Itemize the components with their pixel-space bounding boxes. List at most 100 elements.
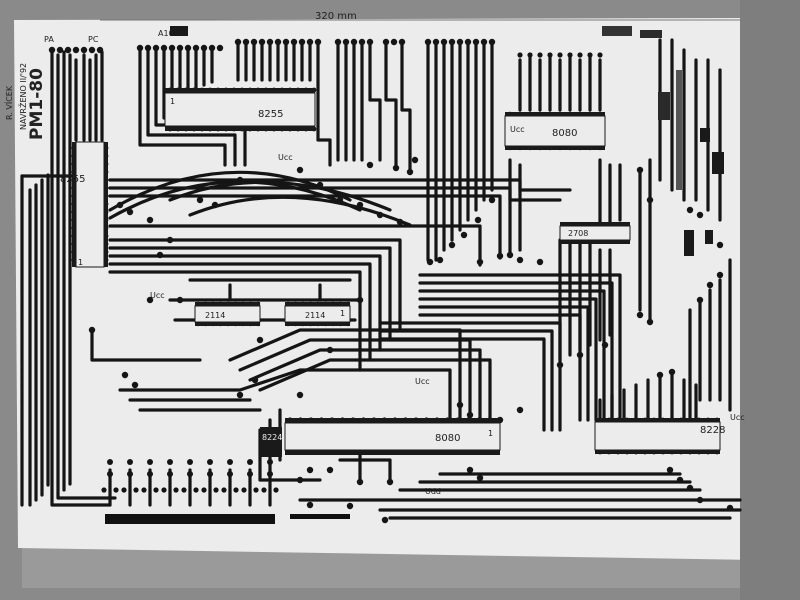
solder-pad bbox=[381, 516, 389, 524]
solder-pad bbox=[476, 474, 484, 482]
solder-pad bbox=[161, 487, 167, 493]
solder-pad bbox=[464, 38, 472, 46]
a10-label: A10 bbox=[158, 29, 174, 38]
solder-pad bbox=[56, 46, 64, 54]
solder-pad bbox=[64, 46, 72, 54]
solder-pad bbox=[247, 459, 253, 465]
chip-label: 8228 bbox=[700, 425, 725, 436]
chip-label: 8080 bbox=[552, 128, 577, 139]
solder-pad bbox=[152, 44, 160, 52]
chip-8228: 8228 bbox=[594, 418, 725, 454]
chip-label: 8224 bbox=[262, 433, 282, 442]
solder-pad bbox=[398, 38, 406, 46]
ucc-label: Ucc bbox=[278, 153, 293, 162]
solder-pad bbox=[267, 459, 273, 465]
solder-pad bbox=[406, 168, 414, 176]
solder-pad bbox=[636, 311, 644, 319]
solder-pad bbox=[350, 38, 358, 46]
solder-pad bbox=[192, 44, 200, 52]
solder-pad bbox=[207, 459, 213, 465]
solder-pad bbox=[201, 487, 207, 493]
solder-pad bbox=[306, 38, 314, 46]
pa-label: PA bbox=[44, 35, 54, 44]
solder-pad bbox=[326, 466, 334, 474]
solder-pad bbox=[506, 251, 514, 259]
solder-pad bbox=[334, 38, 342, 46]
solder-pad bbox=[516, 256, 524, 264]
solder-pad bbox=[496, 252, 504, 260]
solder-pad bbox=[267, 471, 273, 477]
pin-1-label: 1 bbox=[488, 429, 493, 438]
solder-pad bbox=[346, 502, 354, 510]
solder-pad bbox=[116, 201, 124, 209]
solder-pad bbox=[256, 336, 264, 344]
ucc-label: Ucc bbox=[730, 413, 745, 422]
solder-pad bbox=[236, 391, 244, 399]
udd-label: Udd bbox=[425, 487, 441, 496]
solder-pad bbox=[131, 381, 139, 389]
solder-pad bbox=[88, 326, 96, 334]
solder-pad bbox=[601, 341, 609, 349]
solder-pad bbox=[166, 236, 174, 244]
solder-pad bbox=[207, 471, 213, 477]
solder-pad bbox=[173, 487, 179, 493]
pin-1-label: 1 bbox=[170, 97, 175, 106]
solder-pad bbox=[253, 487, 259, 493]
author-block: R. VÍCEK bbox=[3, 85, 14, 120]
chip-2114-b: 2114 1 bbox=[284, 302, 351, 326]
solder-pad bbox=[472, 38, 480, 46]
solder-pad bbox=[213, 487, 219, 493]
solder-pad bbox=[126, 208, 134, 216]
solder-pad bbox=[196, 196, 204, 204]
solder-pad bbox=[557, 52, 563, 58]
solder-pad bbox=[597, 52, 603, 58]
right-background bbox=[740, 0, 800, 600]
solder-pad bbox=[696, 496, 704, 504]
solder-pad bbox=[273, 487, 279, 493]
solder-pad bbox=[460, 231, 468, 239]
solder-pad bbox=[356, 296, 364, 304]
solder-pad bbox=[517, 52, 523, 58]
solder-pad bbox=[366, 161, 374, 169]
solder-pad bbox=[666, 466, 674, 474]
solder-pad bbox=[424, 38, 432, 46]
solder-pad bbox=[306, 501, 314, 509]
solder-pad bbox=[274, 38, 282, 46]
chip-label: 2114 bbox=[305, 311, 325, 320]
solder-pad bbox=[376, 211, 384, 219]
solder-pad bbox=[113, 487, 119, 493]
solder-pad bbox=[193, 487, 199, 493]
solder-pad bbox=[547, 52, 553, 58]
solder-pad bbox=[241, 487, 247, 493]
solder-pad bbox=[316, 181, 324, 189]
solder-pad bbox=[466, 466, 474, 474]
chip-label: 2708 bbox=[568, 229, 588, 238]
solder-pad bbox=[298, 38, 306, 46]
solder-pad bbox=[342, 38, 350, 46]
solder-pad bbox=[136, 44, 144, 52]
ucc-label: Ucc bbox=[150, 291, 165, 300]
solder-pad bbox=[236, 176, 244, 184]
solder-pad bbox=[147, 471, 153, 477]
solder-pad bbox=[358, 38, 366, 46]
solder-pad bbox=[306, 466, 314, 474]
solder-pad bbox=[176, 296, 184, 304]
solder-pad bbox=[488, 38, 496, 46]
solder-pad bbox=[121, 371, 129, 379]
solder-pad bbox=[696, 211, 704, 219]
solder-pad bbox=[686, 484, 694, 492]
title-block: PM1-80 bbox=[27, 68, 47, 140]
solder-pad bbox=[396, 218, 404, 226]
solder-pad bbox=[356, 478, 364, 486]
solder-pad bbox=[147, 459, 153, 465]
chip-label: 8255 bbox=[258, 109, 283, 120]
solder-pad bbox=[432, 38, 440, 46]
solder-pad bbox=[576, 351, 584, 359]
dimension-label: 320 mm bbox=[315, 11, 357, 22]
solder-pad bbox=[184, 44, 192, 52]
solder-pad bbox=[382, 38, 390, 46]
solder-pad bbox=[167, 459, 173, 465]
solder-pad bbox=[296, 476, 304, 484]
author-label: R. VÍCEK bbox=[3, 85, 14, 120]
